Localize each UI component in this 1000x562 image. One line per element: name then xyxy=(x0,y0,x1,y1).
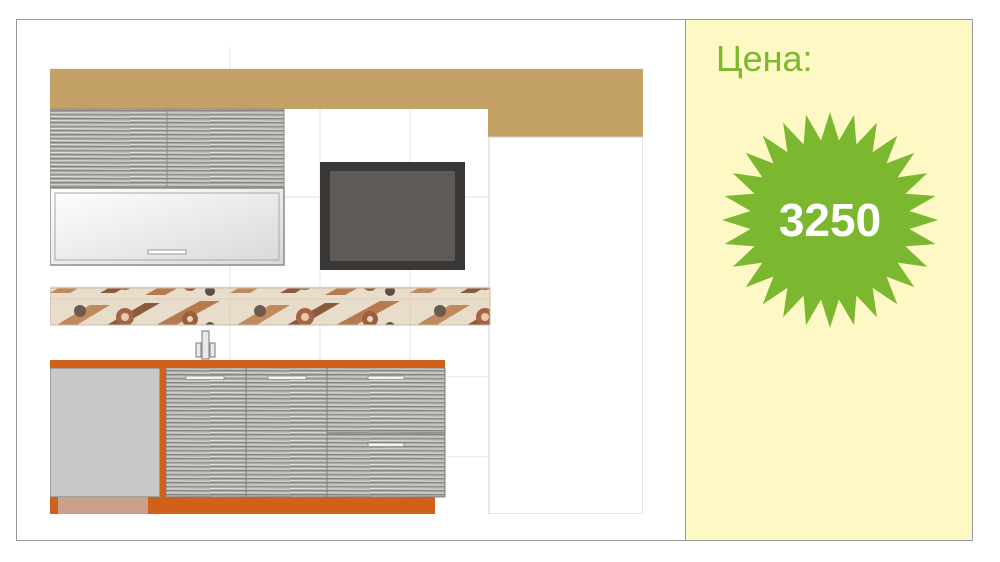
price-panel: Цена: 3250 xyxy=(685,19,973,541)
price-label: Цена: xyxy=(716,38,813,79)
upper-cabinet-left xyxy=(50,108,168,188)
cabinet-side-panel xyxy=(160,368,166,497)
base-cabinet-1 xyxy=(165,367,247,498)
price-value: 3250 xyxy=(778,194,882,246)
appliance-panel xyxy=(50,367,161,498)
base-cabinet-1-handle xyxy=(185,375,225,380)
base-cabinet-2-handle xyxy=(267,375,307,380)
right-wall-panel xyxy=(488,136,643,514)
upper-glass-inner xyxy=(54,192,280,261)
wall-stripe xyxy=(50,69,643,109)
price-starburst-icon xyxy=(722,112,938,328)
backsplash-tile-band xyxy=(50,287,491,326)
stripe-extension xyxy=(488,109,643,137)
tv-screen xyxy=(330,171,455,261)
upper-glass-handle xyxy=(147,249,187,255)
faucet xyxy=(195,330,216,360)
upper-cabinet-right xyxy=(166,108,285,188)
countertop xyxy=(50,360,445,368)
base-cabinet-2 xyxy=(245,367,328,498)
drawer-bottom-handle xyxy=(367,442,405,447)
kitchen-elevation-drawing xyxy=(50,47,643,514)
drawer-top-handle xyxy=(367,375,405,380)
plinth-light-section xyxy=(58,497,148,514)
